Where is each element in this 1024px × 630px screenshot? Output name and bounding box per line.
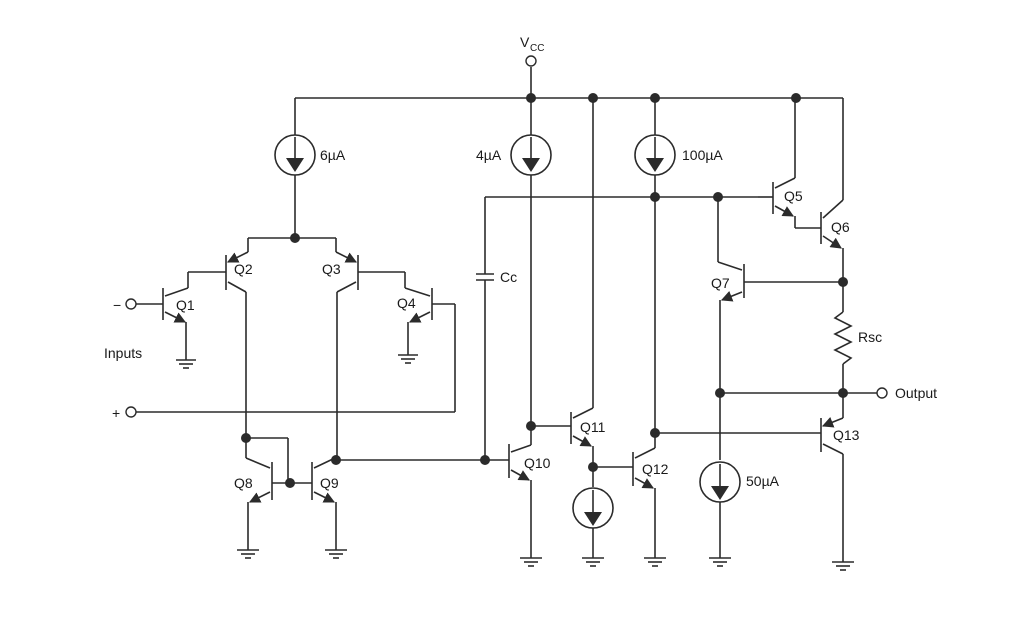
- transistor-q3: Q3: [322, 238, 359, 458]
- transistor-q5: Q5: [758, 98, 821, 229]
- q12-label: Q12: [642, 461, 669, 477]
- vcc-rail: [295, 67, 844, 200]
- q6-label: Q6: [831, 219, 850, 235]
- q7-label: Q7: [711, 275, 730, 291]
- transistor-q2: Q2: [225, 238, 253, 438]
- current-sink-q11: [572, 487, 614, 567]
- q11-label: Q11: [580, 419, 606, 435]
- transistor-q6: Q6: [820, 199, 850, 312]
- rsc-label: Rsc: [858, 329, 882, 345]
- transistor-q1: − Q1: [113, 271, 226, 369]
- q9-label: Q9: [320, 475, 339, 491]
- q2-label: Q2: [234, 261, 253, 277]
- mirror-base-junction: [285, 478, 295, 488]
- cc-label: Cc: [500, 269, 517, 285]
- current-source-50ua: 50µA: [699, 461, 780, 567]
- q10-label: Q10: [524, 455, 551, 471]
- capacitor-cc: Cc: [476, 196, 758, 460]
- transistor-q9: Q9: [311, 457, 347, 559]
- transistor-q8: Q8: [234, 437, 312, 559]
- plus-sign: +: [112, 405, 120, 421]
- minus-sign: −: [113, 297, 121, 313]
- vcc-label: V: [520, 34, 530, 50]
- vcc-subscript: CC: [530, 43, 544, 54]
- current-4ua-label: 4µA: [476, 147, 502, 163]
- current-6ua-label: 6µA: [320, 147, 346, 163]
- transistor-q7: Q7: [711, 197, 843, 460]
- vcc-terminal: V CC: [520, 34, 544, 67]
- output-label: Output: [895, 385, 937, 401]
- plus-input: +: [112, 405, 455, 421]
- current-50ua-label: 50µA: [746, 473, 780, 489]
- transistor-q13: Q13: [820, 393, 860, 571]
- output-terminal: Output: [876, 385, 937, 401]
- current-source-6ua: 6µA: [274, 98, 346, 238]
- q4-label: Q4: [397, 295, 416, 311]
- vas-junction: [650, 192, 660, 202]
- transistor-q12: Q12: [593, 447, 669, 567]
- current-100ua-label: 100µA: [682, 147, 723, 163]
- current-source-100ua: 100µA: [634, 98, 723, 448]
- q13-label: Q13: [833, 427, 860, 443]
- inputs-label: Inputs: [104, 345, 142, 361]
- transistor-q11: Q11: [531, 98, 606, 487]
- transistor-q4: Q4: [358, 271, 456, 412]
- rsc-top-junction: [838, 277, 848, 287]
- transistor-q10: Q10: [508, 426, 551, 567]
- q3-label: Q3: [322, 261, 341, 277]
- rail-junction-4: [791, 93, 801, 103]
- q5-label: Q5: [784, 188, 803, 204]
- current-source-4ua: 4µA: [476, 98, 552, 426]
- resistor-rsc: Rsc: [833, 311, 882, 393]
- q1-label: Q1: [176, 297, 195, 313]
- q8-label: Q8: [234, 475, 253, 491]
